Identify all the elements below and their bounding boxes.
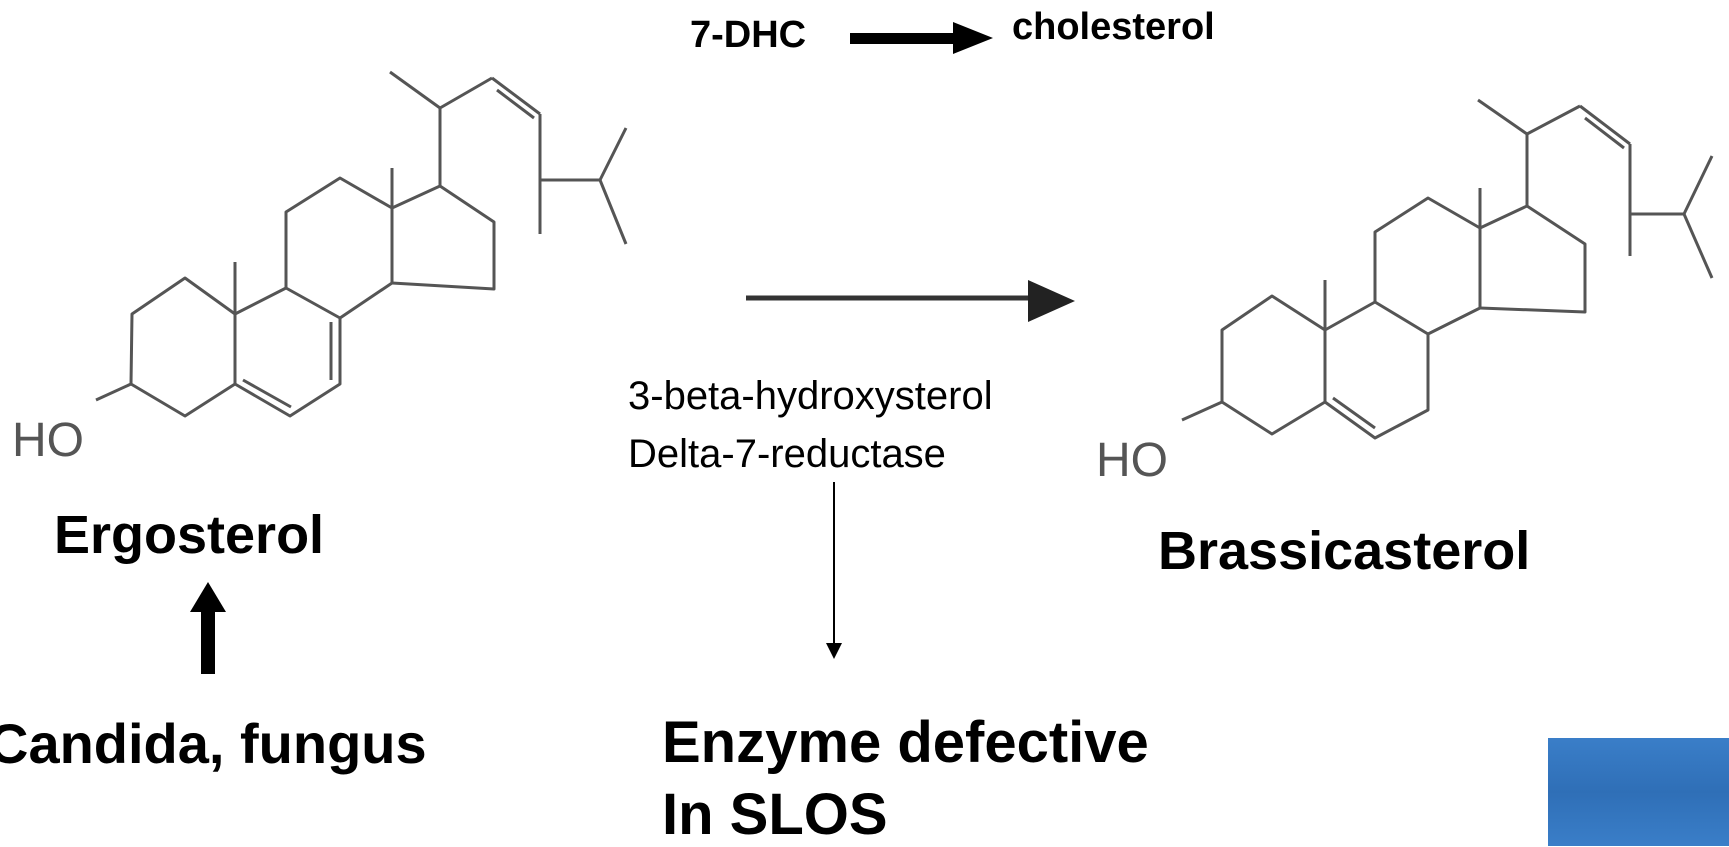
top-product-label: cholesterol xyxy=(1012,6,1215,48)
brassicasterol-name: Brassicasterol xyxy=(1158,521,1531,581)
defect-down-arrow xyxy=(826,482,842,659)
source-organism-label: Candida, fungus xyxy=(0,712,427,775)
ergosterol-ho-label: HO xyxy=(12,414,84,467)
enzyme-name-line1: 3-beta-hydroxysterol xyxy=(628,374,993,418)
ergosterol-structure: HO xyxy=(12,70,628,467)
defect-line2: In SLOS xyxy=(662,782,888,847)
corner-decoration xyxy=(1548,738,1729,846)
brassicasterol-ho-label: HO xyxy=(1096,434,1168,487)
defect-line1: Enzyme defective xyxy=(662,710,1149,775)
top-substrate-label: 7-DHC xyxy=(690,14,807,56)
main-reaction-arrow xyxy=(746,280,1075,322)
source-up-arrow xyxy=(190,582,226,674)
ergosterol-name: Ergosterol xyxy=(54,505,325,565)
enzyme-name-line2: Delta-7-reductase xyxy=(628,432,946,476)
brassicasterol-structure: HO xyxy=(1096,98,1714,487)
top-reaction-arrow xyxy=(850,22,993,54)
